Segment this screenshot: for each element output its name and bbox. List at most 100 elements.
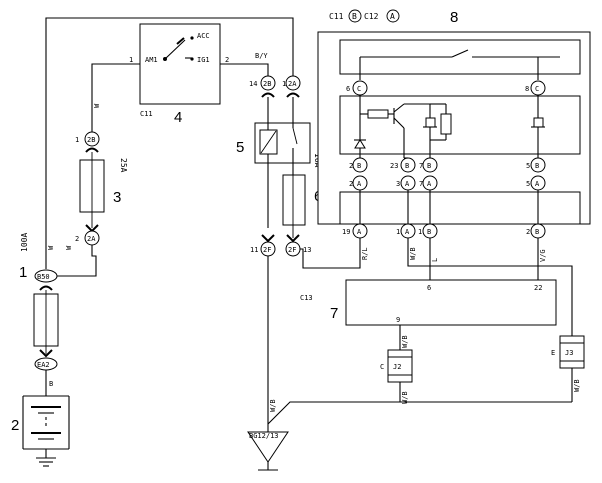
callout-1: 1 [19, 264, 27, 281]
component7-pin-9: 9 [396, 316, 400, 324]
module8-row-a-3-circle: A [427, 180, 432, 188]
relay-circle-2f-left: 2F [263, 246, 271, 254]
relay-circle-2f-right: 2F [288, 246, 296, 254]
module8-row-b-2-pin: 23 [390, 162, 398, 170]
module8-row-a-3-pin: 7 [419, 180, 423, 188]
header-c12-label: C12 [364, 12, 379, 21]
wire-by [220, 63, 269, 76]
junction-j2-side: C [380, 363, 384, 371]
junction-j2 [387, 349, 413, 383]
switch-terminal-ig1: IG1 [197, 56, 210, 64]
junction-j3-label: J3 [565, 349, 573, 357]
relay-connector-2a [285, 75, 301, 91]
module8-circle-8c: C [535, 85, 539, 93]
module8-bottom-panel [339, 191, 581, 225]
component7-pin-6: 6 [427, 284, 431, 292]
module8-row-a-2-circle: A [405, 180, 410, 188]
module8-row-b-3 [422, 157, 438, 173]
module8-row-a-1-pin: 2 [349, 180, 353, 188]
module8-mid-panel [339, 95, 581, 155]
switch-pin-am1: 1 [129, 56, 133, 64]
main-fuse-wire-top: W [47, 245, 55, 250]
header-c11-label: C11 [329, 12, 344, 21]
module8-pin-6: 6 [346, 85, 350, 93]
wire-wb-j3 [407, 238, 573, 336]
connector-b50-label: B50 [37, 273, 50, 281]
module8-row-a-4-circle: A [535, 180, 540, 188]
junction-wire-1: W/B [401, 335, 409, 348]
header-circle-b: B [352, 12, 357, 21]
fuse25-rating: 25A [119, 158, 128, 173]
relay-pin-1: 1 [282, 80, 286, 88]
junction-j2-label: J2 [393, 363, 401, 371]
wire-main-bus [45, 17, 294, 269]
junction-j3 [559, 335, 585, 369]
module8-bottom-pin-1-num: 19 [342, 228, 350, 236]
wire-rl [300, 236, 361, 269]
switch-connector-c11: C11 [140, 110, 153, 118]
relay-connector-2b [260, 75, 276, 91]
module8-row-b-1 [352, 157, 368, 173]
ignition-switch-body [139, 23, 221, 105]
fuse25-bottom-pin: 2 [75, 235, 79, 243]
fuse10a-body [282, 174, 306, 226]
switch-terminal-am1: AM1 [145, 56, 158, 64]
junction-wire-3: W/B [573, 379, 581, 392]
module8-row-b-1-pin: 2 [349, 162, 353, 170]
switch-pin-ig1: 2 [225, 56, 229, 64]
module8-row-a-4-pin: 5 [526, 180, 530, 188]
junction-wire-2: W/B [401, 391, 409, 404]
component7-body [345, 279, 557, 326]
main-fuse-rating: 100A [20, 233, 29, 252]
wire-vg-label: V/G [539, 249, 547, 262]
callout-4: 4 [174, 109, 182, 126]
module8-row-b-3-pin: 7 [419, 162, 423, 170]
wire-w-to-fuse25 [57, 244, 97, 277]
callout-8: 8 [450, 9, 458, 26]
wire-w-label-lower: W [65, 245, 73, 250]
relay-pin-11: 11 [250, 246, 258, 254]
module8-bottom-pin-1-circle: A [357, 228, 362, 236]
module8-row-b-2-circle: B [405, 162, 409, 170]
callout-5: 5 [236, 139, 244, 156]
connector-ea2-label: EA2 [37, 361, 50, 369]
relay-pin-13: 13 [303, 246, 311, 254]
battery [22, 395, 70, 467]
relay-circle-2a: 2A [288, 80, 297, 88]
wire-l-label: L [431, 258, 439, 262]
module8-row-a-1-circle: A [357, 180, 362, 188]
module8-bottom-pin-3-circle: B [427, 228, 431, 236]
module8-row-b-4 [530, 157, 546, 173]
wire-w-label-upper: W [93, 103, 101, 108]
wire-wb-j3-label: W/B [409, 247, 417, 260]
component7-connector: C13 [300, 294, 313, 302]
module8-bottom-pin-1 [352, 223, 368, 239]
wire-fuse25-to-switch [91, 63, 140, 132]
module8-bottom-pin-3-num: 1 [418, 228, 422, 236]
component7-pin-22: 22 [534, 284, 542, 292]
ground-symbol [247, 424, 289, 471]
callout-2: 2 [11, 417, 19, 434]
ground-wire-label: W/B [269, 399, 277, 412]
fuse25-bottom-circle: 2A [87, 235, 96, 243]
switch-terminal-acc: ACC [197, 32, 210, 40]
callout-7: 7 [330, 305, 338, 322]
wire-rl-label: R/L [361, 247, 369, 260]
module8-row-b-4-pin: 5 [526, 162, 530, 170]
fuse25-top-pin: 1 [75, 136, 79, 144]
main-fuse-wire-bottom: B [49, 380, 53, 388]
header-circle-a: A [390, 12, 395, 21]
ground-label: BG12/13 [249, 432, 279, 440]
module8-row-b-4-circle: B [535, 162, 539, 170]
relay-circle-2b: 2B [263, 80, 271, 88]
module8-pin-8: 8 [525, 85, 529, 93]
callout-3: 3 [113, 189, 121, 206]
fuse25-bottom-connector [84, 230, 100, 246]
module8-row-b-3-circle: B [427, 162, 431, 170]
module8-bottom-pin-2-circle: A [405, 228, 410, 236]
module8-circle-6c: C [357, 85, 361, 93]
module8-row-a-2-pin: 3 [396, 180, 400, 188]
wire-by-label: B/Y [255, 52, 268, 60]
relay-pin-14: 14 [249, 80, 257, 88]
